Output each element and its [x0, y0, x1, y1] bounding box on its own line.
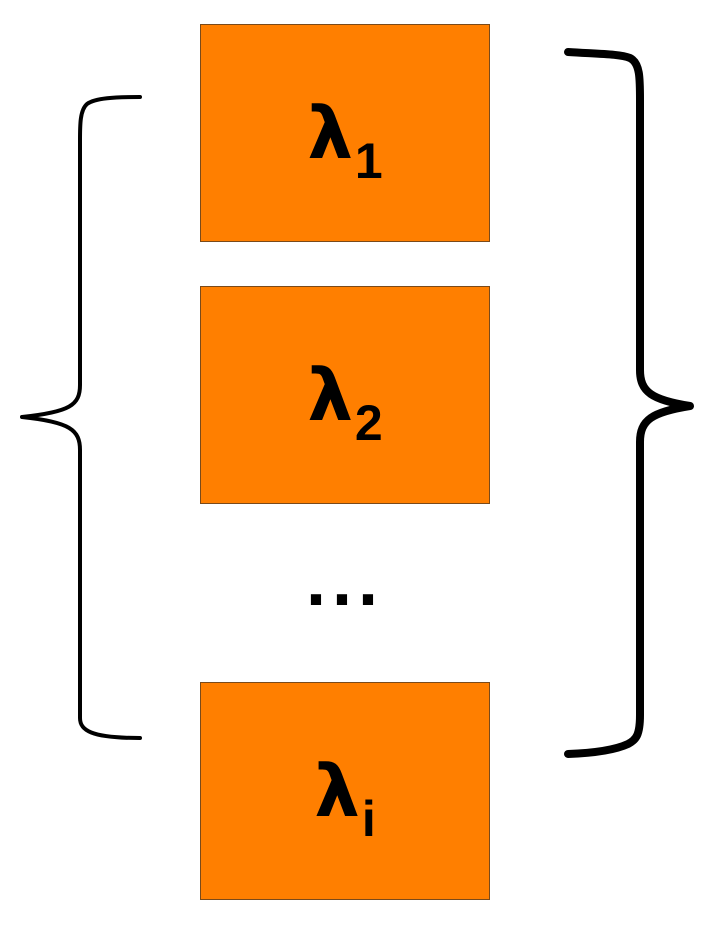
lambda-box-2: λ2: [200, 286, 490, 504]
lambda-label-1: λ1: [307, 97, 382, 186]
lambda-box-i: λi: [200, 682, 490, 900]
lambda-subscript-i: i: [361, 791, 376, 847]
lambda-symbol-2: λ: [307, 353, 353, 437]
lambda-subscript-1: 1: [354, 133, 383, 189]
lambda-box-1: λ1: [200, 24, 490, 242]
lambda-label-i: λi: [314, 755, 375, 844]
left-curly-brace: [20, 95, 142, 740]
lambda-subscript-2: 2: [354, 395, 383, 451]
lambda-symbol-i: λ: [314, 749, 360, 833]
lambda-label-2: λ2: [307, 359, 382, 448]
right-curly-brace: [564, 48, 694, 758]
lambda-symbol-1: λ: [307, 91, 353, 175]
ellipsis: ...: [305, 541, 384, 621]
